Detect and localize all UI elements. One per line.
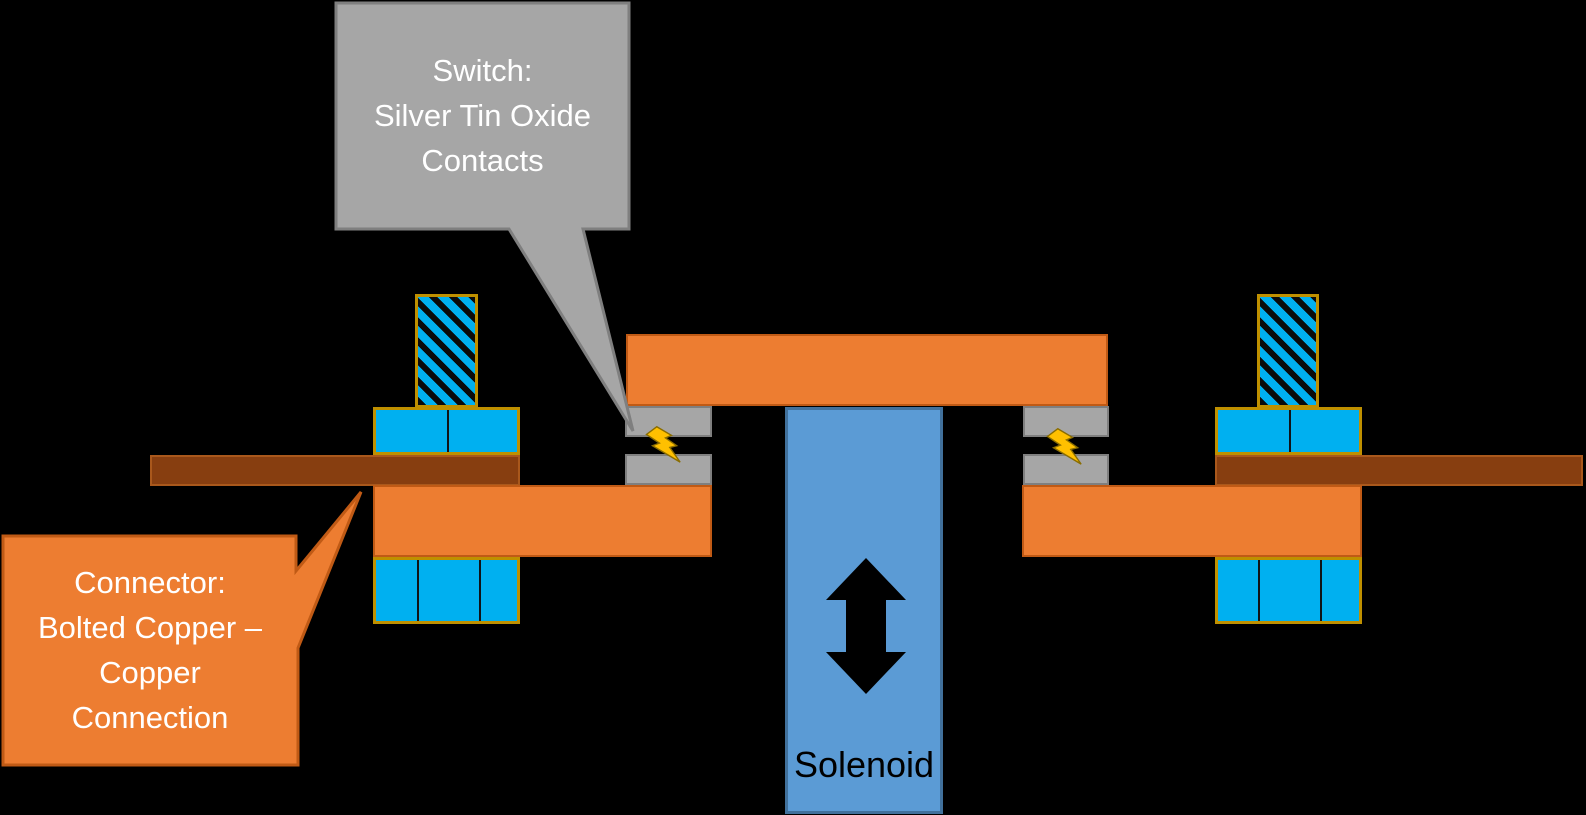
washer-block-left-lower: [373, 557, 520, 624]
callout-switch-line: Silver Tin Oxide: [373, 98, 592, 133]
copper-bar-right: [1215, 455, 1583, 486]
washer-block-right-lower: [1215, 557, 1362, 624]
washer-divider: [447, 410, 449, 452]
bridge-bar: [626, 334, 1108, 406]
callout-switch-line: Contacts: [421, 143, 544, 178]
washer-divider: [1320, 560, 1322, 621]
bolt-left: [415, 294, 478, 408]
washer-block-left-upper: [373, 407, 520, 455]
callout-connector-line: Copper: [99, 655, 201, 690]
copper-bar-left: [150, 455, 520, 486]
washer-divider: [1289, 410, 1291, 452]
washer-block-right-upper: [1215, 407, 1362, 455]
solenoid-label: Solenoid: [793, 744, 935, 785]
callout-switch-text: Switch: Silver Tin Oxide Contacts: [336, 48, 629, 183]
contact-pad-right-moving: [1023, 406, 1109, 437]
callout-connector-line: Bolted Copper –: [37, 610, 263, 645]
bolt-right: [1257, 294, 1319, 408]
washer-divider: [479, 560, 481, 621]
washer-divider: [1258, 560, 1260, 621]
callout-switch-line: Switch:: [432, 53, 533, 88]
terminal-bar-left: [373, 485, 712, 557]
callout-connector-line: Connection: [71, 700, 229, 735]
callout-connector-line: Connector:: [74, 565, 226, 600]
arc-flash-icon-left: [645, 425, 681, 463]
washer-divider: [417, 560, 419, 621]
arc-flash-icon-right: [1046, 427, 1082, 465]
callout-connector-text: Connector: Bolted Copper – Copper Connec…: [3, 560, 297, 740]
terminal-bar-right: [1022, 485, 1362, 557]
contact-pad-right-fixed: [1023, 454, 1109, 485]
